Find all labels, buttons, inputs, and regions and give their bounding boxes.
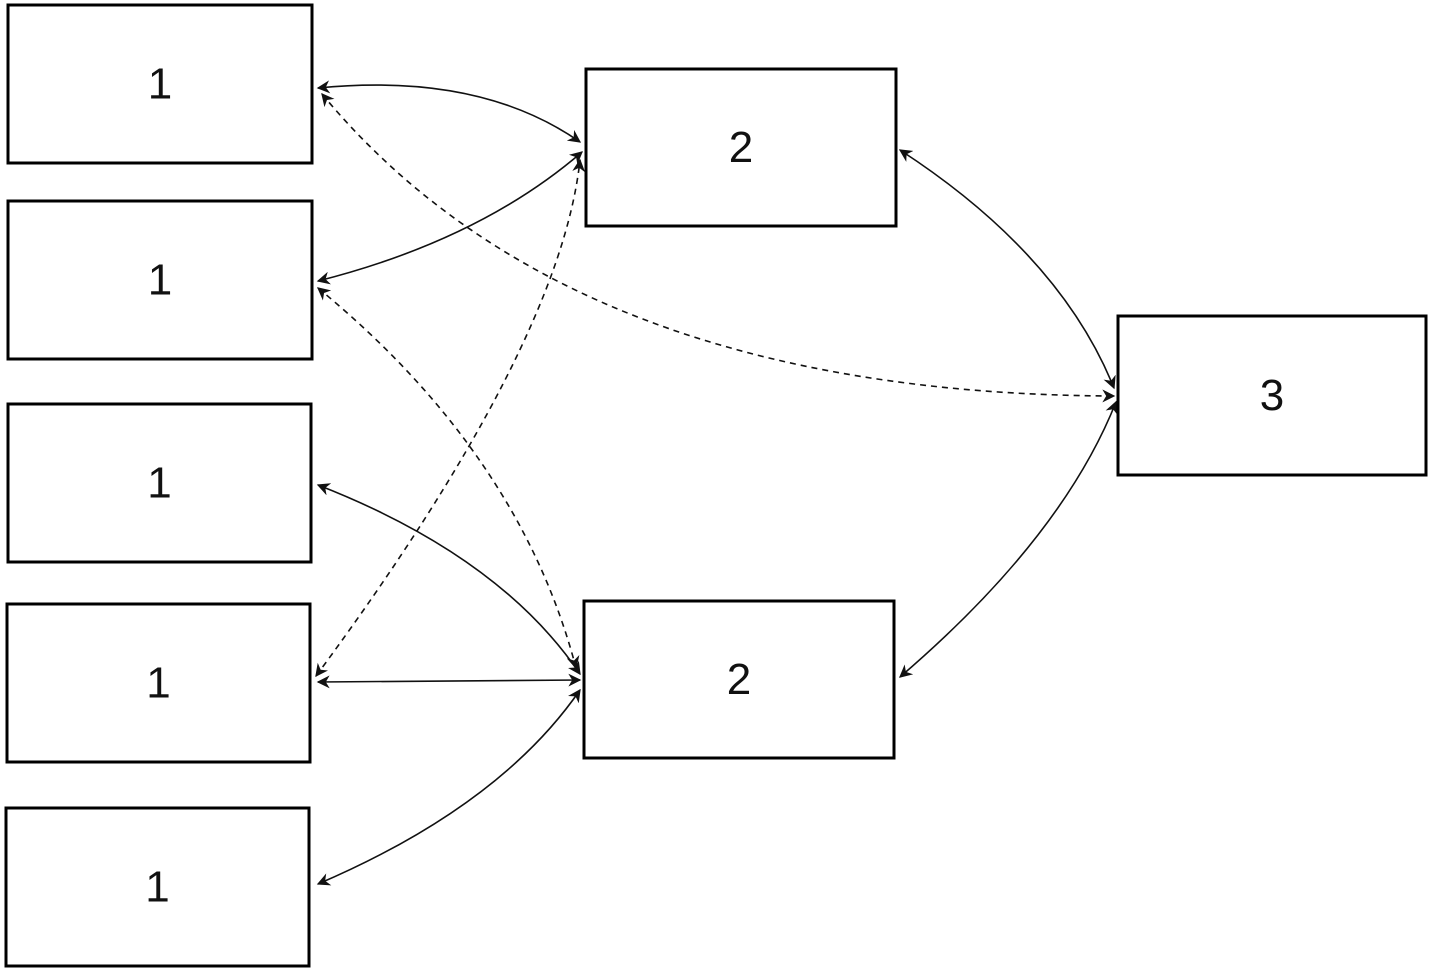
node-2-bottom: 2 bbox=[582, 599, 896, 760]
nodes: 1 1 1 1 1 2 2 3 bbox=[4, 3, 1428, 968]
node-label: 3 bbox=[1260, 371, 1284, 420]
node-label: 1 bbox=[148, 256, 172, 305]
edge-line bbox=[316, 151, 583, 285]
node-1-row4: 1 bbox=[5, 602, 312, 764]
edge-line bbox=[316, 673, 582, 689]
connections bbox=[315, 80, 1118, 886]
node-label: 1 bbox=[147, 459, 171, 508]
edge-line bbox=[316, 80, 582, 143]
edge-b1-c1 bbox=[898, 149, 1116, 390]
node-2-top: 2 bbox=[584, 67, 898, 228]
edge-line bbox=[899, 400, 1118, 678]
node-3: 3 bbox=[1116, 314, 1428, 477]
edge-a3-b2 bbox=[316, 483, 581, 676]
node-1-row1: 1 bbox=[6, 3, 314, 165]
edge-line bbox=[315, 158, 586, 678]
node-label: 2 bbox=[727, 655, 751, 704]
node-label: 1 bbox=[148, 60, 172, 109]
node-label: 2 bbox=[729, 123, 753, 172]
edge-b2-c1 bbox=[899, 400, 1118, 678]
edge-a4-b2 bbox=[316, 673, 582, 689]
edge-a5-b2 bbox=[316, 688, 581, 886]
node-box bbox=[4, 806, 311, 968]
node-box bbox=[1116, 314, 1428, 477]
node-box bbox=[6, 402, 313, 564]
node-box bbox=[582, 599, 896, 760]
node-label: 1 bbox=[145, 863, 169, 912]
edge-a2-b1 bbox=[316, 151, 583, 285]
edge-line bbox=[316, 688, 581, 886]
node-label: 1 bbox=[146, 659, 170, 708]
node-box bbox=[5, 602, 312, 764]
edge-a2-b2-dashed bbox=[316, 287, 580, 670]
edge-a1-b1 bbox=[316, 80, 582, 143]
edge-line bbox=[316, 287, 580, 670]
node-box bbox=[6, 3, 314, 165]
node-1-row3: 1 bbox=[6, 402, 313, 564]
node-box bbox=[6, 199, 314, 361]
node-1-row5: 1 bbox=[4, 806, 311, 968]
node-1-row2: 1 bbox=[6, 199, 314, 361]
edge-line bbox=[316, 483, 581, 676]
edge-line bbox=[898, 149, 1116, 390]
edge-a4-b1-dashed bbox=[315, 158, 586, 678]
node-box bbox=[584, 67, 898, 228]
